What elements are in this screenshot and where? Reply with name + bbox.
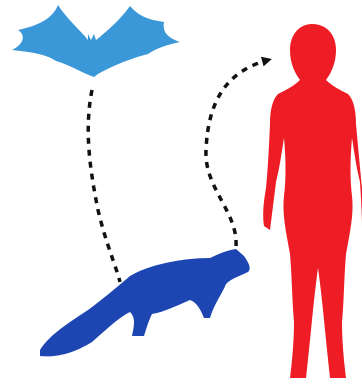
bat-to-civet-connector [88, 90, 120, 282]
civet-silhouette [40, 249, 250, 356]
civet-to-human-connector [206, 60, 268, 246]
human-silhouette [263, 24, 362, 378]
bat-icon [12, 5, 180, 77]
bat-silhouette [12, 5, 180, 77]
human-icon [263, 24, 362, 378]
civet-icon [40, 249, 250, 356]
